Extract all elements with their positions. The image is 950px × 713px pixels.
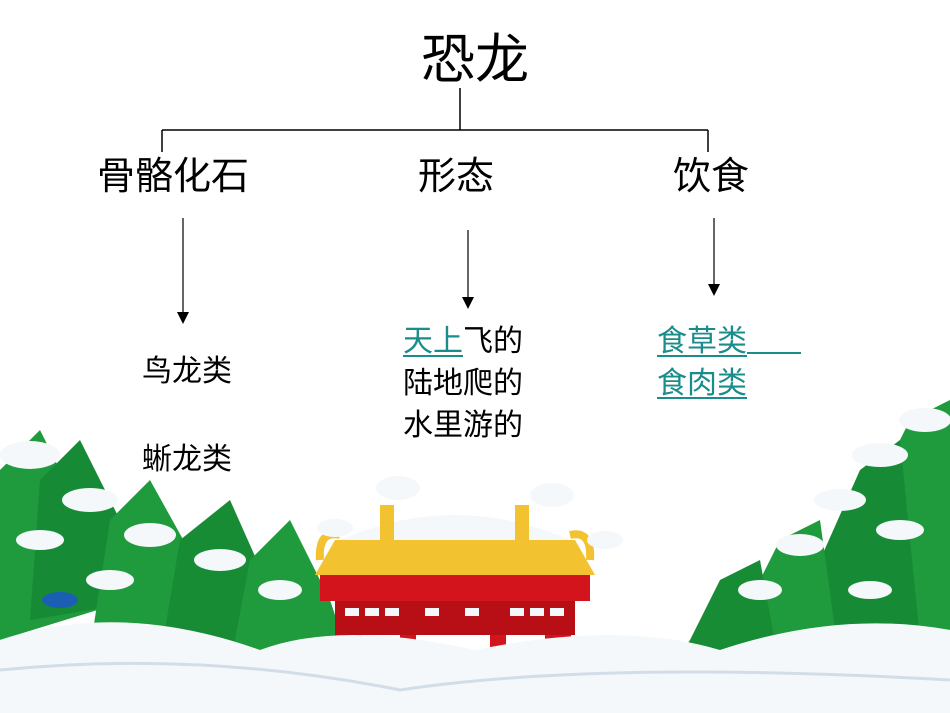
branch-form-label: 形态 [418, 154, 495, 198]
right-trees [670, 400, 950, 670]
link-herbivores[interactable]: 食草类 [657, 324, 747, 359]
diet-line-2: 食肉类 [657, 364, 747, 404]
leaf-lizard-dinosaurs: 蜥龙类 [142, 442, 232, 477]
left-trees [0, 430, 350, 665]
diet-line-1: 食草类 [657, 322, 801, 362]
form-line-2: 陆地爬的 [403, 366, 523, 401]
branch-diet-label: 饮食 [673, 154, 750, 198]
form-line-1: 天上飞的 [403, 322, 523, 362]
diagram-title: 恐龙 [421, 28, 529, 91]
form-line-1-rest: 飞的 [463, 324, 523, 359]
leaf-bird-dinosaurs: 鸟龙类 [142, 354, 232, 389]
snow-ground [0, 622, 950, 713]
link-sky[interactable]: 天上 [403, 324, 463, 359]
link-carnivores[interactable]: 食肉类 [657, 366, 747, 401]
link-underline-gap [747, 322, 801, 354]
branch-skeleton-label: 骨骼化石 [97, 154, 250, 198]
form-line-3: 水里游的 [403, 408, 523, 443]
